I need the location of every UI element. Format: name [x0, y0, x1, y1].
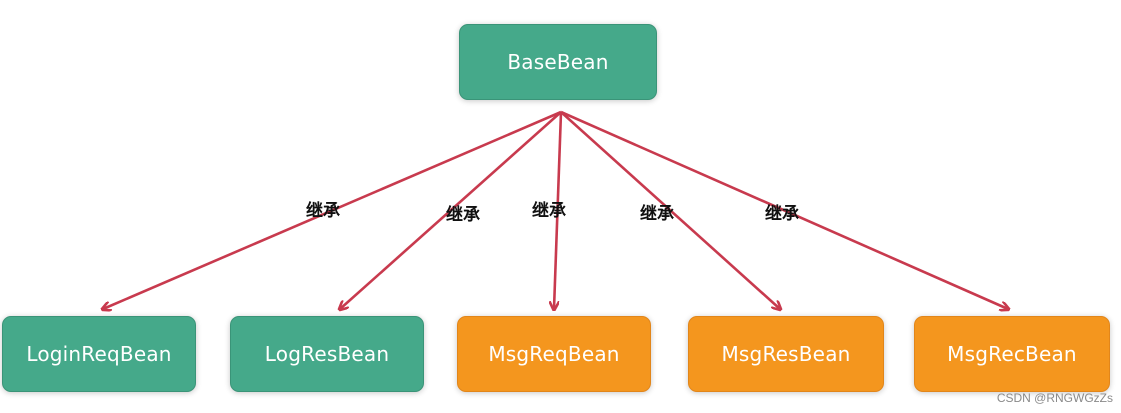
edge-msgreqbean: [554, 111, 563, 309]
edge-label-msgrecbean: 继承: [765, 204, 799, 224]
node-msgresbean: MsgResBean: [688, 316, 884, 392]
node-msgreqbean: MsgReqBean: [457, 316, 651, 392]
edge-loginreqbean: [103, 110, 562, 309]
edge-logresbean: [340, 111, 562, 309]
edge-label-logresbean: 继承: [446, 205, 480, 225]
edge-label-msgresbean: 继承: [640, 204, 674, 224]
edge-msgrecbean: [560, 110, 1008, 309]
edge-label-loginreqbean: 继承: [306, 201, 340, 221]
node-loginreqbean: LoginReqBean: [2, 316, 196, 392]
edge-label-msgreqbean: 继承: [532, 201, 566, 221]
node-msgrecbean: MsgRecBean: [914, 316, 1110, 392]
edge-msgresbean: [560, 111, 780, 309]
node-basebean: BaseBean: [459, 24, 657, 100]
watermark: CSDN @RNGWGzZs: [996, 391, 1113, 405]
node-logresbean: LogResBean: [230, 316, 424, 392]
